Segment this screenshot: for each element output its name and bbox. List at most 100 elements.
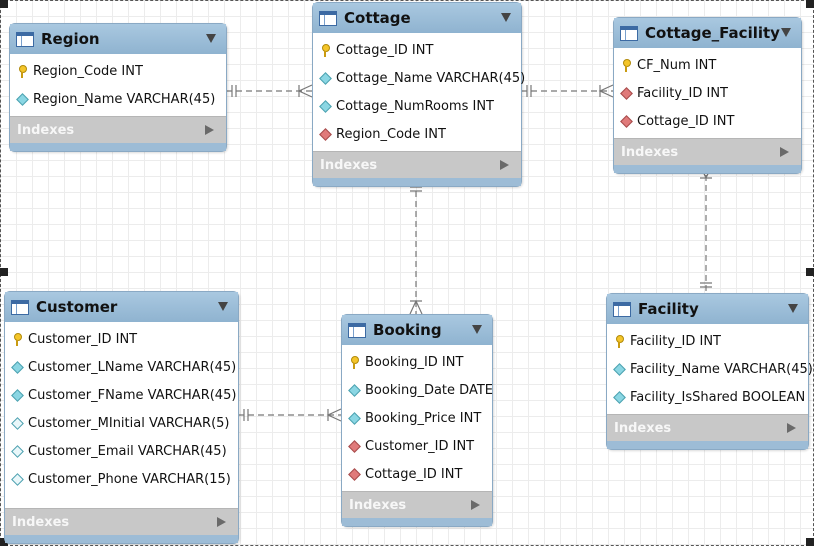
column-row[interactable]: Booking_Price INT xyxy=(342,404,492,432)
primary-key-icon xyxy=(11,333,25,346)
column-icon xyxy=(613,363,627,375)
expand-arrow-icon[interactable] xyxy=(205,125,214,135)
resize-handle-top-right[interactable] xyxy=(806,0,814,8)
column-label: Customer_LName VARCHAR(45) xyxy=(28,359,237,375)
column-label: Facility_Name VARCHAR(45) xyxy=(630,361,813,377)
indexes-section[interactable]: Indexes xyxy=(5,508,238,535)
expand-arrow-icon[interactable] xyxy=(787,423,796,433)
relationship-cottage-cottage-facility[interactable] xyxy=(521,84,614,98)
table-header[interactable]: Cottage xyxy=(313,3,521,33)
indexes-label: Indexes xyxy=(12,514,70,530)
relationship-cottage-booking[interactable] xyxy=(409,181,423,315)
column-label: Customer_FName VARCHAR(45) xyxy=(28,387,237,403)
collapse-arrow-icon[interactable] xyxy=(206,34,216,43)
expand-arrow-icon[interactable] xyxy=(471,500,480,510)
column-row[interactable]: Facility_ID INT xyxy=(607,327,808,355)
table-header[interactable]: Booking xyxy=(342,315,492,345)
column-row[interactable]: Customer_MInitial VARCHAR(5) xyxy=(5,409,238,437)
column-row[interactable]: Customer_ID INT xyxy=(342,432,492,460)
nullable-column-icon xyxy=(11,473,25,485)
collapse-arrow-icon[interactable] xyxy=(472,325,482,334)
table-booking[interactable]: Booking Booking_ID INT Booking_Date DATE… xyxy=(341,314,493,527)
column-row[interactable]: Facility_Name VARCHAR(45) xyxy=(607,355,813,383)
table-header[interactable]: Cottage_Facility xyxy=(614,18,801,48)
collapse-arrow-icon[interactable] xyxy=(781,28,791,37)
resize-handle-bottom-right[interactable] xyxy=(806,538,814,546)
table-footer xyxy=(342,518,492,526)
indexes-label: Indexes xyxy=(349,497,407,513)
table-customer[interactable]: Customer Customer_ID INT Customer_LName … xyxy=(4,291,239,544)
primary-key-icon xyxy=(613,335,627,348)
table-header[interactable]: Region xyxy=(10,24,226,54)
column-row[interactable]: Cottage_ID INT xyxy=(342,460,492,488)
resize-handle-middle-left[interactable] xyxy=(0,268,8,276)
column-icon xyxy=(613,391,627,403)
column-icon xyxy=(319,72,333,84)
column-label: Cottage_ID INT xyxy=(365,466,463,482)
expand-arrow-icon[interactable] xyxy=(500,160,509,170)
column-row[interactable]: Booking_Date DATE xyxy=(342,376,493,404)
expand-arrow-icon[interactable] xyxy=(780,147,789,157)
column-row[interactable]: Region_Code INT xyxy=(313,120,521,148)
foreign-key-icon xyxy=(620,87,634,99)
column-label: CF_Num INT xyxy=(637,57,717,73)
column-row[interactable]: Cottage_ID INT xyxy=(313,36,521,64)
column-row[interactable]: Cottage_ID INT xyxy=(614,107,801,135)
table-header[interactable]: Facility xyxy=(607,294,808,324)
column-label: Facility_ID INT xyxy=(630,333,721,349)
column-row[interactable]: Facility_ID INT xyxy=(614,79,801,107)
table-header[interactable]: Customer xyxy=(5,292,238,322)
column-icon xyxy=(348,412,362,424)
table-cottage-facility[interactable]: Cottage_Facility CF_Num INT Facility_ID … xyxy=(613,17,802,174)
table-icon xyxy=(16,31,34,47)
column-label: Facility_IsShared BOOLEAN xyxy=(630,389,806,405)
column-row[interactable]: Booking_ID INT xyxy=(342,348,492,376)
indexes-section[interactable]: Indexes xyxy=(313,151,521,178)
collapse-arrow-icon[interactable] xyxy=(788,304,798,313)
foreign-key-icon xyxy=(319,128,333,140)
table-icon xyxy=(319,10,337,26)
column-row[interactable]: Facility_IsShared BOOLEAN xyxy=(607,383,808,411)
column-label: Cottage_Name VARCHAR(45) xyxy=(336,70,526,86)
indexes-section[interactable]: Indexes xyxy=(10,116,226,143)
column-row[interactable]: Region_Name VARCHAR(45) xyxy=(10,85,226,113)
column-row[interactable]: Customer_LName VARCHAR(45) xyxy=(5,353,238,381)
table-cottage[interactable]: Cottage Cottage_ID INT Cottage_Name VARC… xyxy=(312,2,525,187)
indexes-section[interactable]: Indexes xyxy=(614,138,801,165)
collapse-arrow-icon[interactable] xyxy=(218,302,228,311)
column-icon xyxy=(11,389,25,401)
collapse-arrow-icon[interactable] xyxy=(501,13,511,22)
column-row[interactable]: Customer_Email VARCHAR(45) xyxy=(5,437,238,465)
column-row[interactable]: Cottage_NumRooms INT xyxy=(313,92,521,120)
indexes-label: Indexes xyxy=(614,420,672,436)
table-footer xyxy=(10,143,226,151)
resize-handle-middle-right[interactable] xyxy=(806,268,814,276)
column-label: Customer_Phone VARCHAR(15) xyxy=(28,471,231,487)
indexes-section[interactable]: Indexes xyxy=(607,414,808,441)
table-icon xyxy=(11,299,29,315)
resize-handle-bottom-left[interactable] xyxy=(0,538,8,546)
table-name: Booking xyxy=(373,321,442,339)
column-row[interactable]: CF_Num INT xyxy=(614,51,801,79)
column-row[interactable]: Customer_Phone VARCHAR(15) xyxy=(5,465,238,493)
relationship-region-cottage[interactable] xyxy=(226,84,313,98)
expand-arrow-icon[interactable] xyxy=(217,517,226,527)
column-row[interactable]: Customer_FName VARCHAR(45) xyxy=(5,381,238,409)
column-label: Customer_MInitial VARCHAR(5) xyxy=(28,415,230,431)
column-label: Region_Name VARCHAR(45) xyxy=(33,91,216,107)
nullable-column-icon xyxy=(11,417,25,429)
relationship-customer-booking[interactable] xyxy=(238,408,342,422)
column-row[interactable]: Region_Code INT xyxy=(10,57,226,85)
column-row[interactable]: Cottage_Name VARCHAR(45) xyxy=(313,64,525,92)
table-facility[interactable]: Facility Facility_ID INT Facility_Name V… xyxy=(606,293,813,450)
table-region[interactable]: Region Region_Code INT Region_Name VARCH… xyxy=(9,23,227,152)
table-footer xyxy=(607,441,808,449)
primary-key-icon xyxy=(16,65,30,78)
indexes-label: Indexes xyxy=(17,122,75,138)
resize-handle-top-left[interactable] xyxy=(0,0,8,8)
relationship-facility-cottage-facility[interactable] xyxy=(699,164,713,293)
indexes-section[interactable]: Indexes xyxy=(342,491,492,518)
column-label: Region_Code INT xyxy=(33,63,143,79)
column-row[interactable]: Customer_ID INT xyxy=(5,325,238,353)
table-icon xyxy=(613,301,631,317)
